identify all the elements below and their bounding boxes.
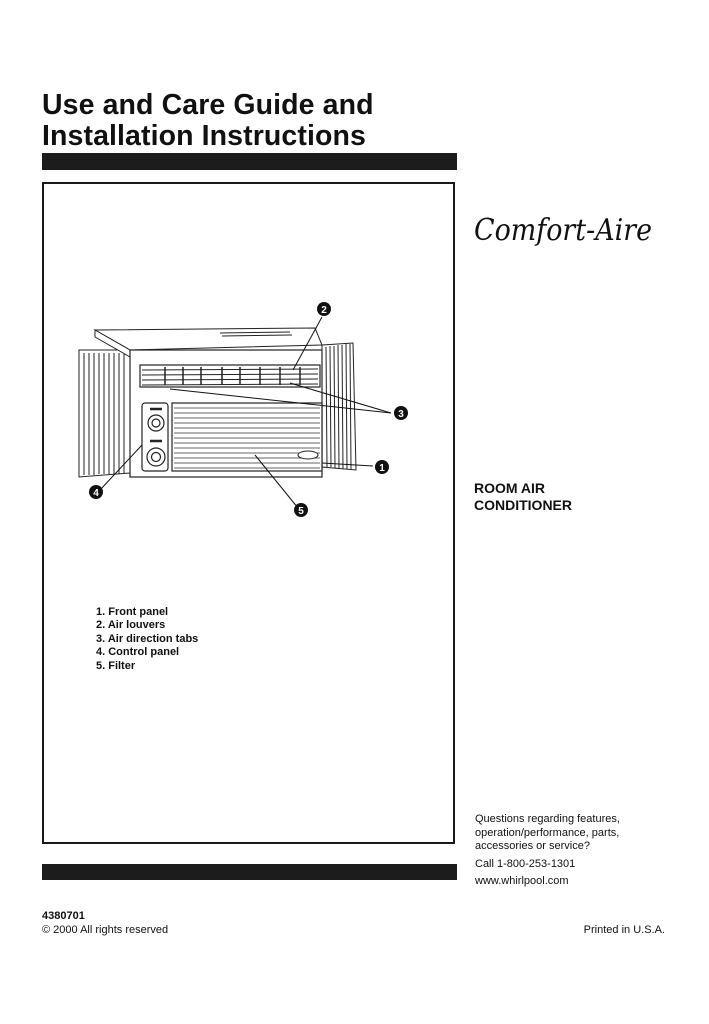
parts-list-item: 4. Control panel [96, 646, 180, 659]
title-line-2: Installation Instructions [42, 120, 366, 152]
svg-text:Comfort-Aire: Comfort-Aire [474, 213, 652, 248]
bottom-rule-bar [42, 864, 457, 880]
front-panel [129, 349, 323, 478]
phone-number: Call 1-800-253-1301 [475, 857, 576, 870]
page-title: Use and Care Guide and Installation Inst… [42, 90, 374, 152]
svg-text:1: 1 [379, 463, 385, 474]
callout-5: 5 [294, 503, 308, 517]
title-line-1: Use and Care Guide and [42, 89, 374, 121]
filter-grille-lines [174, 407, 320, 469]
document-number: 4380701 [42, 910, 85, 922]
comfort-aire-logo: Comfort-Aire [474, 213, 652, 248]
callout-4: 4 [89, 485, 103, 499]
parts-list: 1. Front panel 2. Air louvers 3. Air dir… [96, 606, 198, 673]
parts-list-item: 1. Front panel [96, 606, 169, 618]
cabinet-top [93, 327, 323, 358]
svg-text:2: 2 [321, 305, 327, 316]
website-link[interactable]: www.whirlpool.com [475, 875, 569, 887]
contact-info: Questions regarding features, operation/… [475, 813, 620, 889]
parts-list-item: 2. Air louvers [96, 619, 166, 632]
top-rule-bar [42, 153, 457, 170]
copyright-notice: © 2000 All rights reserved [42, 924, 169, 936]
left-side-panel [78, 349, 131, 478]
question-line-2: operation/performance, parts, [475, 826, 620, 839]
parts-list-item: 5. Filter [96, 659, 136, 672]
callout-1: 1 [375, 460, 389, 474]
parts-list-item: 3. Air direction tabs [96, 632, 199, 645]
badge-oval [297, 450, 319, 460]
question-line-3: accessories or service? [475, 840, 590, 852]
illustration-frame [42, 182, 455, 844]
svg-text:5: 5 [298, 506, 304, 517]
product-name-line-2: CONDITIONER [474, 497, 572, 513]
air-conditioner-illustration: 2 3 1 4 5 [78, 302, 408, 517]
svg-text:3: 3 [398, 409, 404, 420]
product-name: ROOM AIR CONDITIONER [474, 480, 572, 514]
question-line-1: Questions regarding features, [475, 813, 620, 825]
svg-text:4: 4 [93, 488, 99, 499]
callout-leaders [99, 316, 392, 509]
callout-2: 2 [317, 302, 331, 316]
callout-3: 3 [394, 406, 408, 420]
product-name-line-1: ROOM AIR [474, 480, 546, 496]
printed-in-notice: Printed in U.S.A. [583, 924, 665, 936]
